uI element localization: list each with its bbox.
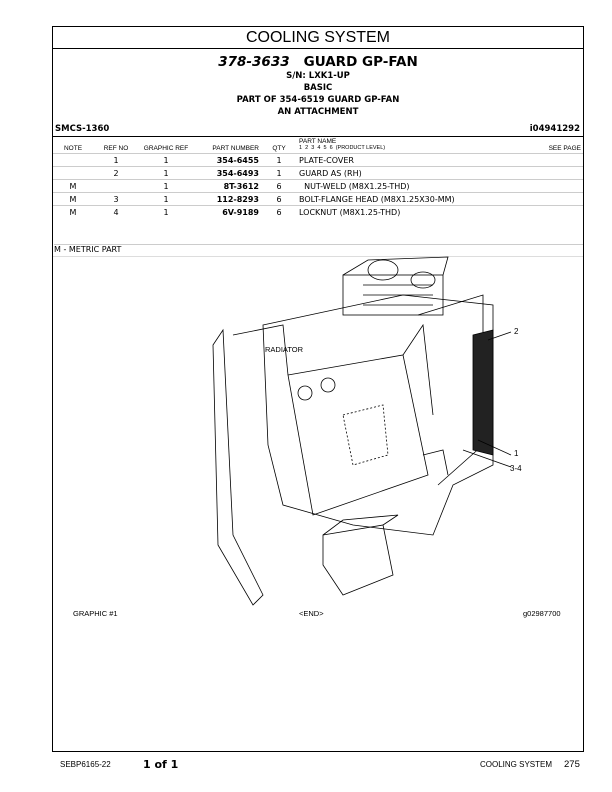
cell-note: M xyxy=(53,192,93,206)
col-graphic-ref: GRAPHIC REF xyxy=(143,145,189,152)
col-qty: QTY xyxy=(272,145,286,152)
cell-name: PLATE-COVER xyxy=(297,153,539,167)
cell-see-page xyxy=(539,205,583,218)
cell-name: GUARD AS (RH) xyxy=(297,166,539,180)
cell-ref: 4 xyxy=(93,205,139,218)
group-sn: S/N: LXK1-UP xyxy=(286,71,350,81)
callout-3-4: 3-4 xyxy=(510,464,522,473)
footer-page-number: 275 xyxy=(564,759,580,770)
group-name: GUARD GP-FAN xyxy=(303,54,418,70)
cell-name: NUT-WELD (M8X1.25-THD) xyxy=(297,179,539,193)
cell-see-page xyxy=(539,179,583,193)
cell-graphic: 1 xyxy=(139,192,193,206)
metric-legend: M - METRIC PART xyxy=(54,244,583,254)
cell-see-page xyxy=(539,153,583,167)
col-part-number: PART NUMBER xyxy=(212,145,259,152)
group-part-of: PART OF 354-6519 GUARD GP-FAN xyxy=(236,95,400,105)
footer-section: COOLING SYSTEM xyxy=(480,760,553,769)
footer-pages: 1 of 1 xyxy=(143,758,179,771)
product-levels: 1 2 3 4 5 6 (PRODUCT LEVEL) xyxy=(299,145,386,151)
cell-qty: 1 xyxy=(261,166,297,180)
cell-graphic: 1 xyxy=(139,166,193,180)
cell-part: 6V-9189 xyxy=(193,205,261,218)
cell-qty: 6 xyxy=(261,192,297,206)
graphic-caption: GRAPHIC #1 xyxy=(73,609,118,618)
parts-illustration xyxy=(212,256,512,606)
label-radiator: RADIATOR xyxy=(265,345,304,354)
col-see-page: SEE PAGE xyxy=(548,145,581,152)
cell-part: 354-6493 xyxy=(193,166,261,180)
footer-doc: SEBP6165-22 xyxy=(60,760,111,769)
col-ref-no: REF NO xyxy=(103,145,129,152)
col-note: NOTE xyxy=(63,145,83,152)
group-attachment: AN ATTACHMENT xyxy=(277,107,359,117)
cell-qty: 6 xyxy=(261,205,297,218)
graphic-id: g02987700 xyxy=(523,609,561,618)
divider xyxy=(53,256,583,257)
part-name-label: PART NAME xyxy=(299,138,337,145)
cell-note xyxy=(53,153,93,167)
cell-ref xyxy=(93,179,139,193)
cell-graphic: 1 xyxy=(139,205,193,218)
callout-1: 1 xyxy=(514,449,519,458)
group-part-number: 378-3633 xyxy=(218,54,290,70)
cell-ref: 2 xyxy=(93,166,139,180)
cell-graphic: 1 xyxy=(139,153,193,167)
smcs-code: SMCS-1360 xyxy=(55,124,110,134)
group-title: 378-3633 GUARD GP-FAN xyxy=(53,54,583,70)
cell-ref: 1 xyxy=(93,153,139,167)
cell-part: 354-6455 xyxy=(193,153,261,167)
cell-see-page xyxy=(539,166,583,180)
cell-note xyxy=(53,166,93,180)
doc-id: i04941292 xyxy=(529,124,580,134)
parts-table: NOTE REF NO GRAPHIC REF PART NUMBER QTY … xyxy=(53,138,583,218)
page-frame: COOLING SYSTEM 378-3633 GUARD GP-FAN S/N:… xyxy=(52,26,584,752)
cell-note: M xyxy=(53,205,93,218)
end-marker: <END> xyxy=(299,609,324,618)
section-title: COOLING SYSTEM xyxy=(53,27,583,49)
cell-graphic: 1 xyxy=(139,179,193,193)
cell-ref: 3 xyxy=(93,192,139,206)
cell-qty: 1 xyxy=(261,153,297,167)
cell-part: 112-8293 xyxy=(193,192,261,206)
cell-note: M xyxy=(53,179,93,193)
callout-2: 2 xyxy=(514,327,519,336)
cell-name: BOLT-FLANGE HEAD (M8X1.25X30-MM) xyxy=(297,192,539,206)
cell-see-page xyxy=(539,192,583,206)
smcs-bar: SMCS-1360 i04941292 xyxy=(53,124,583,137)
cell-name: LOCKNUT (M8X1.25-THD) xyxy=(297,205,539,218)
cell-part: 8T-3612 xyxy=(193,179,261,193)
cell-qty: 6 xyxy=(261,179,297,193)
group-basic: BASIC xyxy=(303,83,333,93)
